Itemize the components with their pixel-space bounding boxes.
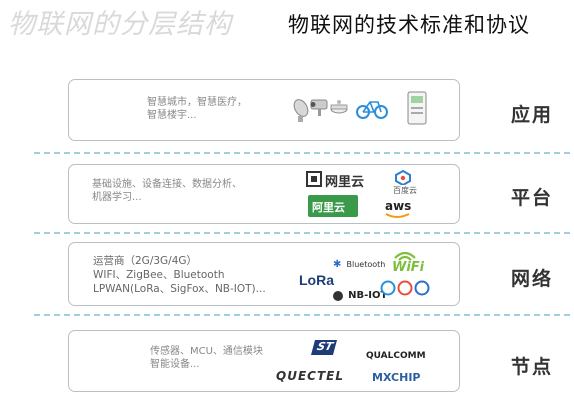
bluetooth-icon: ✱: [333, 259, 342, 270]
wanliyun-mark-icon: [306, 171, 322, 187]
baiduyun-mark-icon: [395, 169, 411, 187]
st-text: ST: [315, 340, 335, 353]
wifi-signal-icon: [394, 251, 416, 261]
mxchip-logo: MXCHIP: [372, 366, 420, 385]
description-line: 基础设施、设备连接、数据分析、: [92, 179, 242, 190]
camera-icon: [310, 99, 328, 116]
application-description: 智慧城市，智慧医疗， 智慧楼宇...: [147, 96, 247, 122]
nbiot-text: NB-IOT: [348, 290, 388, 301]
baiduyun-text: 百度云: [393, 186, 417, 195]
bicycle-icon: [356, 101, 388, 119]
wanliyun-logo: 网里云: [305, 169, 377, 190]
aliyun-logo: 阿里云: [308, 195, 358, 217]
platform-layer-box: [68, 164, 460, 224]
baiduyun-logo: 百度云: [382, 169, 424, 195]
application-layer-box: [68, 79, 460, 141]
aws-smile-icon: [385, 213, 410, 218]
china-mobile-icon: [380, 280, 396, 296]
smoke-detector-icon: [330, 100, 348, 114]
network-layer-label: 网络: [510, 268, 553, 290]
description-line: 智能设备...: [150, 359, 200, 370]
description-line: 智慧城市，智慧医疗，: [147, 97, 247, 108]
node-layer-label: 节点: [510, 356, 553, 378]
lamp-icon: [293, 99, 309, 122]
lora-logo: LoRa: [299, 270, 334, 289]
platform-description: 基础设施、设备连接、数据分析、 机器学习...: [92, 178, 242, 204]
application-icons: [293, 91, 427, 125]
network-description: 运营商（2G/3G/4G） WIFI、ZigBee、Bluetooth LPWA…: [93, 254, 266, 296]
description-line: WIFI、ZigBee、Bluetooth: [93, 269, 225, 281]
page-title: 物联网的技术标准和协议: [288, 13, 530, 37]
platform-layer-label: 平台: [510, 187, 553, 209]
quectel-logo: QUECTEL: [276, 365, 344, 384]
divider: [34, 232, 570, 234]
application-layer-label: 应用: [510, 104, 553, 126]
nbiot-logo: NB-IOT: [333, 285, 387, 304]
wanliyun-text: 网里云: [325, 175, 365, 190]
meter-icon: [407, 91, 427, 125]
description-line: 机器学习...: [92, 192, 142, 203]
description-line: 传感器、MCU、通信模块: [150, 346, 263, 357]
divider: [34, 152, 570, 154]
mxchip-text: MXCHIP: [372, 371, 421, 384]
quectel-text: QUECTEL: [276, 369, 344, 383]
nbiot-icon: [333, 290, 343, 301]
bluetooth-text: Bluetooth: [346, 260, 386, 269]
qualcomm-logo: QUALCOMM: [366, 343, 426, 362]
node-description: 传感器、MCU、通信模块 智能设备...: [150, 345, 263, 371]
aliyun-text: 阿里云: [312, 201, 345, 214]
aws-logo: aws: [383, 199, 425, 219]
divider: [34, 314, 570, 316]
bluetooth-logo: ✱ Bluetooth: [333, 252, 385, 271]
description-line: 运营商（2G/3G/4G）: [93, 255, 198, 267]
node-layer-box: [68, 330, 460, 392]
description-line: 智慧楼宇...: [147, 110, 197, 121]
lora-text: LoRa: [299, 272, 334, 288]
china-unicom-icon: [397, 280, 413, 296]
qualcomm-text: QUALCOMM: [366, 351, 426, 361]
network-layer-box: [68, 242, 460, 306]
aws-text: aws: [385, 199, 412, 213]
wifi-logo: WiFi: [388, 247, 425, 277]
st-logo: ST: [310, 340, 338, 355]
wifi-text: WiFi: [392, 260, 425, 275]
header-watermark: 物联网的分层结构: [8, 9, 232, 40]
china-telecom-icon: [414, 280, 430, 296]
description-line: LPWAN(LoRa、SigFox、NB-IOT)...: [93, 283, 266, 295]
carrier-icons: [380, 280, 430, 296]
